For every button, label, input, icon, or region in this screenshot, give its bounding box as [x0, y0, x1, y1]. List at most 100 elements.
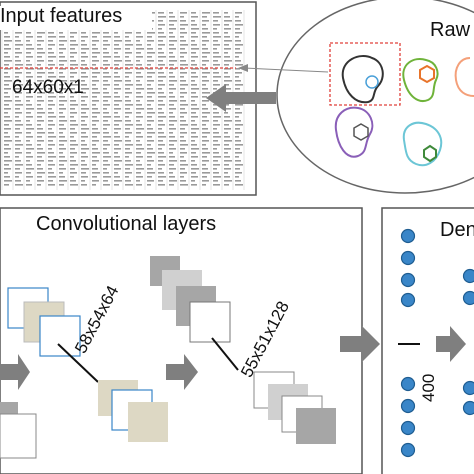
table-cell — [169, 168, 176, 170]
table-cell — [70, 108, 75, 110]
table-cell — [15, 48, 20, 50]
table-cell — [48, 68, 52, 70]
table-cell — [37, 176, 42, 178]
table-cell — [48, 92, 54, 94]
table-cell — [125, 44, 133, 46]
table-cell — [48, 56, 56, 58]
table-cell — [81, 76, 88, 78]
table-cell — [81, 160, 85, 162]
table-cell — [136, 92, 141, 94]
table-cell — [158, 28, 162, 30]
table-cell — [169, 92, 173, 94]
table-cell — [81, 96, 88, 98]
table-cell — [213, 180, 218, 182]
table-cell — [59, 184, 64, 186]
table-cell — [224, 104, 229, 106]
table-cell — [125, 96, 129, 98]
table-cell — [114, 80, 122, 82]
table-cell — [136, 112, 141, 114]
table-cell — [125, 144, 133, 146]
table-cell — [48, 116, 56, 118]
table-cell — [70, 60, 76, 62]
dense-node-icon — [462, 268, 474, 284]
table-cell — [202, 160, 209, 162]
table-cell — [158, 128, 162, 130]
table-cell — [15, 88, 20, 90]
table-cell — [136, 164, 142, 166]
table-cell — [202, 96, 207, 98]
table-cell — [169, 116, 175, 118]
table-cell — [4, 52, 8, 54]
table-cell — [70, 44, 78, 46]
table-cell — [4, 112, 8, 114]
table-cell — [235, 152, 242, 154]
table-cell — [202, 76, 207, 78]
table-cell — [70, 52, 77, 54]
table-cell — [158, 152, 164, 154]
table-cell — [59, 128, 66, 130]
table-cell — [92, 148, 98, 150]
table-cell — [180, 148, 185, 150]
table-cell — [59, 172, 63, 174]
table-cell — [136, 136, 143, 138]
table-cell — [92, 136, 97, 138]
dense-node-icon — [400, 292, 416, 308]
table-cell — [81, 88, 89, 90]
table-cell — [103, 120, 108, 122]
table-cell — [103, 48, 107, 50]
table-cell — [202, 176, 207, 178]
table-cell — [191, 184, 197, 186]
table-cell — [224, 152, 228, 154]
table-cell — [92, 84, 96, 86]
table-cell — [169, 76, 175, 78]
table-cell — [103, 100, 108, 102]
table-cell — [180, 24, 188, 26]
table-cell — [81, 92, 86, 94]
table-cell — [180, 132, 187, 134]
table-cell — [114, 140, 122, 142]
table-cell — [103, 108, 107, 110]
table-cell — [15, 60, 21, 62]
table-cell — [191, 84, 197, 86]
table-cell — [147, 40, 154, 42]
table-cell — [48, 132, 54, 134]
table-cell — [169, 128, 176, 130]
table-cell — [81, 164, 87, 166]
table-cell — [4, 132, 8, 134]
table-cell — [4, 100, 12, 102]
table-cell — [224, 136, 230, 138]
table-cell — [15, 160, 21, 162]
right-arrow-icon — [436, 326, 466, 362]
table-cell — [224, 32, 228, 34]
table-cell — [169, 60, 177, 62]
table-cell — [103, 168, 107, 170]
table-cell — [180, 100, 186, 102]
table-cell — [15, 68, 20, 70]
table-cell — [125, 68, 130, 70]
table-cell — [103, 52, 109, 54]
table-cell — [4, 120, 12, 122]
table-cell — [180, 76, 184, 78]
table-cell — [147, 32, 155, 34]
table-cell — [147, 96, 152, 98]
table-cell — [125, 80, 131, 82]
table-cell — [224, 120, 232, 122]
table-cell — [4, 68, 11, 70]
table-cell — [4, 124, 9, 126]
table-cell — [147, 104, 151, 106]
table-cell — [48, 40, 53, 42]
table-cell — [136, 48, 144, 50]
table-cell — [114, 144, 119, 146]
table-cell — [92, 116, 97, 118]
table-cell — [59, 160, 67, 162]
table-cell — [158, 144, 165, 146]
table-cell — [213, 48, 217, 50]
right-arrow-icon — [166, 354, 198, 390]
table-cell — [114, 176, 120, 178]
table-cell — [158, 148, 162, 150]
table-cell — [37, 40, 44, 42]
table-cell — [180, 84, 188, 86]
table-cell — [191, 132, 196, 134]
table-cell — [103, 96, 111, 98]
table-cell — [125, 116, 129, 118]
